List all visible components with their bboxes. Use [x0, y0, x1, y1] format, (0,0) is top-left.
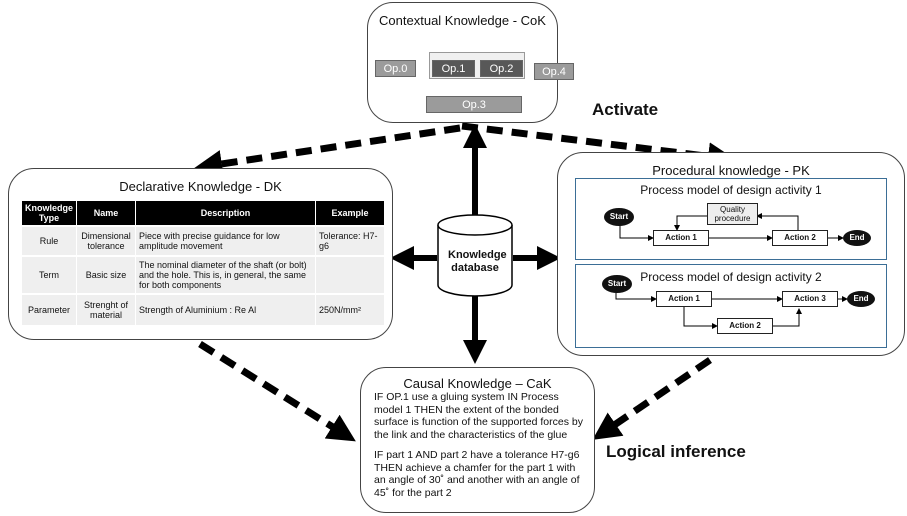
cell-example: Tolerance: H7-g6 [316, 227, 384, 255]
cell-description: Strength of Aluminium : Re Al [136, 295, 315, 325]
cell-type: Parameter [22, 295, 77, 325]
declarative-knowledge-table: Knowledge Type Name Description Example … [21, 199, 385, 327]
causal-rule-1: IF OP.1 use a gluing system IN Process m… [374, 391, 583, 441]
process-model-1-connectors [619, 213, 844, 241]
cell-example: 250N/mm² [316, 295, 384, 325]
dashed-arrow-cok-to-dk [194, 124, 461, 178]
dashed-arrow-pk-to-cak [592, 357, 712, 440]
cell-type: Rule [22, 227, 77, 255]
process-model-2: Process model of design activity 2 Start… [575, 264, 887, 348]
column-header-name: Name [77, 201, 136, 225]
procedural-knowledge-title: Procedural knowledge - PK [652, 163, 810, 178]
table-row: Parameter Strenght of material Strength … [22, 295, 384, 325]
column-header-description: Description [136, 201, 315, 225]
column-header-example: Example [316, 201, 384, 225]
procedural-knowledge-panel: Procedural knowledge - PK Process model … [557, 152, 905, 356]
pm2-start-node: Start [602, 275, 632, 293]
process-model-2-connectors [615, 291, 848, 329]
op-2: Op.2 [480, 60, 523, 77]
table-row: Term Basic size The nominal diameter of … [22, 257, 384, 293]
logical-inference-label: Logical inference [606, 442, 746, 461]
contextual-knowledge-panel: Contextual Knowledge - CoK Op.0 Op.1 Op.… [367, 2, 574, 123]
pm2-action-2-node: Action 2 [717, 318, 773, 334]
activate-label: Activate [592, 100, 659, 119]
cell-name: Basic size [77, 257, 136, 293]
process-model-1: Process model of design activity 1 Start… [575, 178, 887, 260]
pm1-start-node: Start [604, 208, 634, 226]
cell-name: Dimensional tolerance [77, 227, 136, 255]
causal-knowledge-panel: Causal Knowledge – CaK IF OP.1 use a glu… [360, 367, 595, 513]
pm2-action-3-node: Action 3 [782, 291, 838, 307]
pm1-quality-procedure-node: Quality procedure [707, 203, 758, 225]
cell-example [316, 257, 384, 293]
causal-rule-2: IF part 1 AND part 2 have a tolerance H7… [374, 449, 580, 499]
causal-knowledge-rules: IF OP.1 use a gluing system IN Process m… [374, 391, 588, 507]
contextual-knowledge-title: Contextual Knowledge - CoK [379, 13, 546, 28]
pm1-action-1-node: Action 1 [653, 230, 709, 246]
process-model-1-title: Process model of design activity 1 [640, 183, 822, 197]
op-1: Op.1 [432, 60, 475, 77]
causal-knowledge-title: Causal Knowledge – CaK [403, 376, 552, 391]
cell-name: Strenght of material [77, 295, 136, 325]
op-3: Op.3 [426, 96, 522, 113]
process-model-2-title: Process model of design activity 2 [640, 270, 822, 284]
declarative-knowledge-title: Declarative Knowledge - DK [119, 179, 282, 194]
declarative-knowledge-panel: Declarative Knowledge - DK Knowledge Typ… [8, 168, 393, 340]
pm2-end-node: End [847, 291, 875, 307]
cell-type: Term [22, 257, 77, 293]
dashed-arrow-dk-to-cak [198, 341, 356, 442]
database-icon [437, 214, 513, 297]
knowledge-database-label: Knowledge database [448, 249, 507, 274]
pm1-end-node: End [843, 230, 871, 246]
pm1-action-2-node: Action 2 [772, 230, 828, 246]
op-0: Op.0 [375, 60, 416, 77]
table-row: Rule Dimensional tolerance Piece with pr… [22, 227, 384, 255]
cell-description: The nominal diameter of the shaft (or bo… [136, 257, 315, 293]
dashed-arrow-cok-to-pk [461, 122, 736, 171]
op-4: Op.4 [534, 63, 574, 80]
column-header-knowledge-type: Knowledge Type [22, 201, 77, 225]
pm2-action-1-node: Action 1 [656, 291, 712, 307]
cell-description: Piece with precise guidance for low ampl… [136, 227, 315, 255]
